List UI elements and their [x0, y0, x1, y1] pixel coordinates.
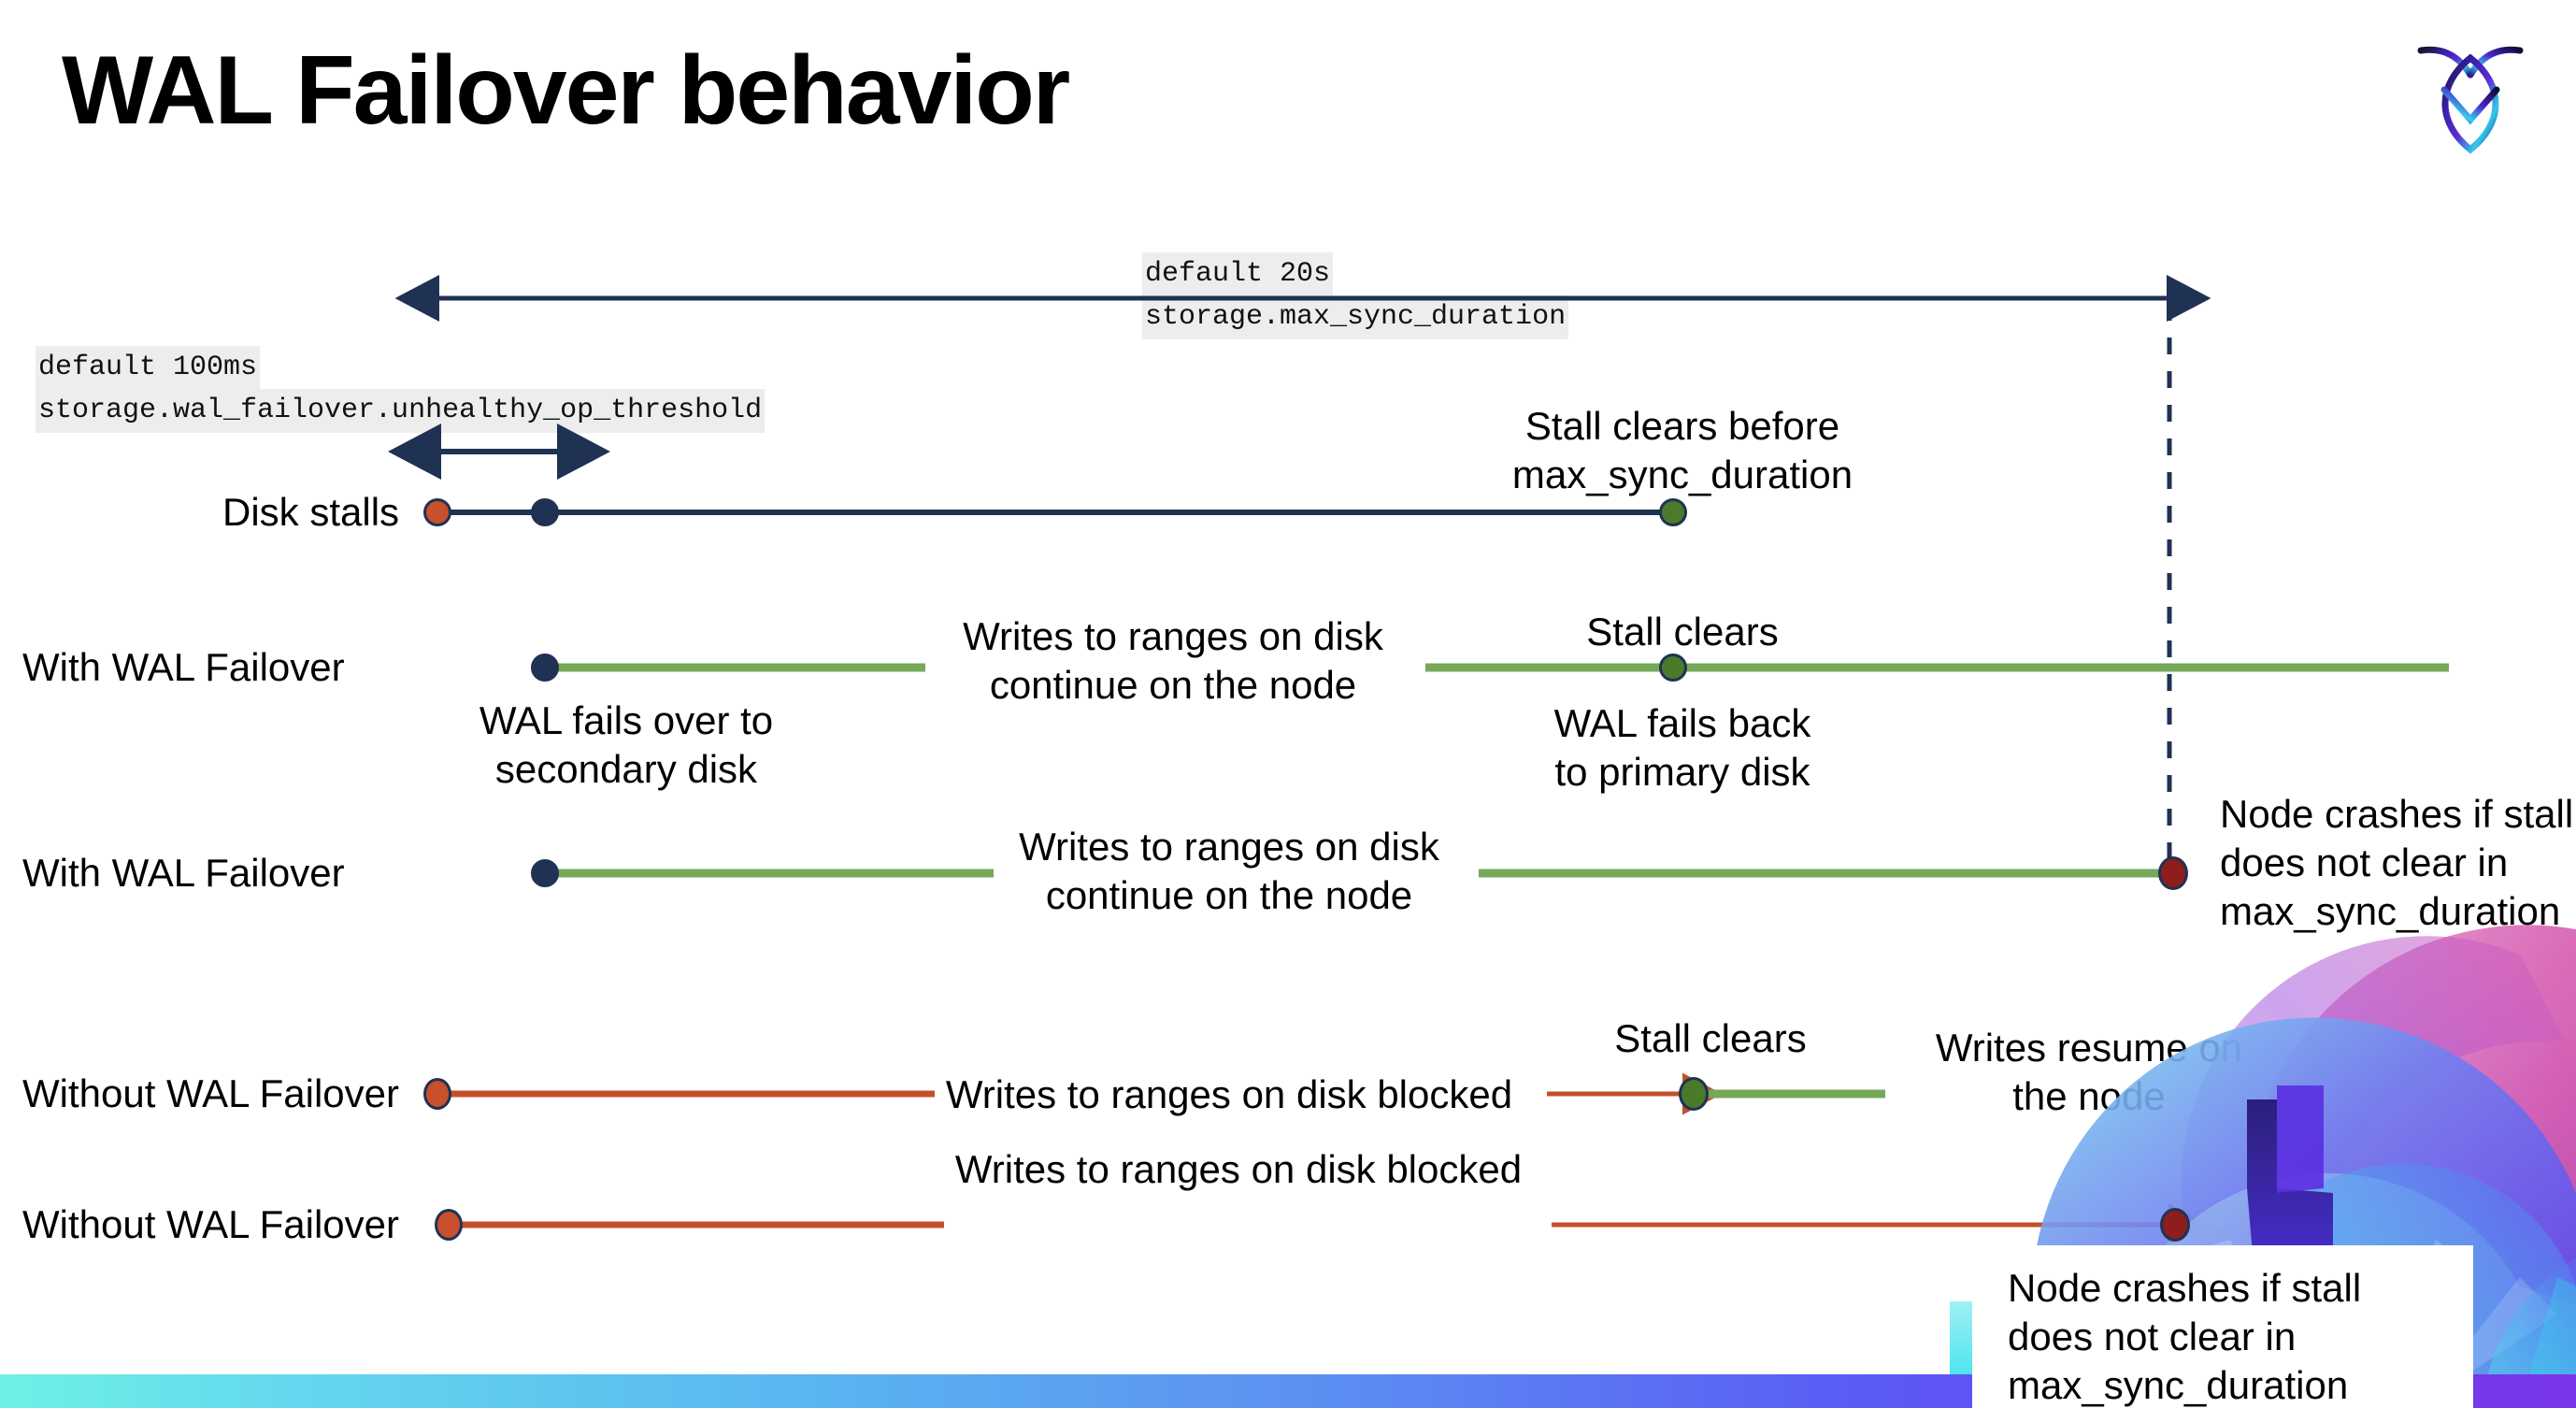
row5-note-node-crashes: Node crashes if stall does not clear in … — [2008, 1266, 2362, 1408]
row2-timeline-segment-right — [1425, 663, 2449, 672]
row5-node-crash-dot — [2160, 1208, 2190, 1242]
row3-timeline-segment-left — [545, 869, 994, 878]
row1-stall-clears-dot — [1659, 498, 1687, 526]
row-label-disk-stalls: Disk stalls — [222, 490, 400, 534]
page-title: WAL Failover behavior — [62, 36, 1070, 145]
row2-note-wal-fails-back: WAL fails back to primary disk — [1553, 701, 1811, 795]
decorative-cyan-sliver — [1950, 1301, 1974, 1374]
max-sync-duration-annotation: default 20s storage.max_sync_duration — [1142, 252, 1569, 339]
row-label-with-wal-failover-1: With WAL Failover — [22, 645, 345, 689]
row1-timeline-segment — [437, 510, 1681, 515]
row3-note-node-crashes: Node crashes if stall does not clear in … — [2220, 792, 2574, 934]
row4-stall-clears-dot — [1679, 1077, 1709, 1111]
unhealthy-op-setting-text: storage.wal_failover.unhealthy_op_thresh… — [36, 389, 766, 433]
row1-failover-trigger-dot — [531, 498, 559, 526]
row-label-without-wal-failover-1: Without WAL Failover — [22, 1071, 399, 1115]
row2-stall-clears-dot — [1659, 654, 1687, 682]
row2-timeline-segment-left — [545, 663, 925, 672]
row2-note-writes-continue: Writes to ranges on disk continue on the… — [963, 614, 1383, 708]
row-label-with-wal-failover-2: With WAL Failover — [22, 851, 345, 895]
node-crash-callout-box: Node crashes if stall does not clear in … — [1972, 1245, 2473, 1408]
max-sync-default-text: default 20s — [1142, 252, 1334, 296]
row4-note-writes-blocked: Writes to ranges on disk blocked — [945, 1072, 1513, 1116]
row3-failover-dot — [531, 859, 559, 887]
row4-stall-start-dot — [423, 1078, 451, 1110]
row3-timeline-segment-right — [1479, 869, 2175, 878]
row1-stall-start-dot — [423, 498, 451, 526]
unhealthy-op-threshold-annotation: default 100ms storage.wal_failover.unhea… — [36, 346, 766, 433]
row4-resume-segment — [1694, 1089, 1885, 1099]
row1-note-stall-clears-before: Stall clears before max_sync_duration — [1511, 404, 1853, 497]
row5-note-writes-blocked: Writes to ranges on disk blocked — [954, 1147, 1523, 1191]
row3-node-crash-dot — [2158, 856, 2188, 890]
max-sync-setting-text: storage.max_sync_duration — [1142, 295, 1569, 339]
row2-failover-dot — [531, 654, 559, 682]
row3-note-writes-continue: Writes to ranges on disk continue on the… — [1019, 825, 1439, 918]
cockroachdb-logo-icon — [2400, 22, 2540, 163]
row5-blocked-segment — [449, 1221, 944, 1228]
unhealthy-op-default-text: default 100ms — [36, 346, 261, 390]
row2-note-wal-fails-over: WAL fails over to secondary disk — [479, 698, 774, 792]
row2-note-stall-clears: Stall clears — [1586, 610, 1779, 654]
row4-blocked-segment — [437, 1090, 935, 1098]
row-label-without-wal-failover-2: Without WAL Failover — [22, 1202, 399, 1246]
row5-stall-start-dot — [435, 1209, 463, 1241]
row4-note-stall-clears: Stall clears — [1614, 1016, 1807, 1060]
